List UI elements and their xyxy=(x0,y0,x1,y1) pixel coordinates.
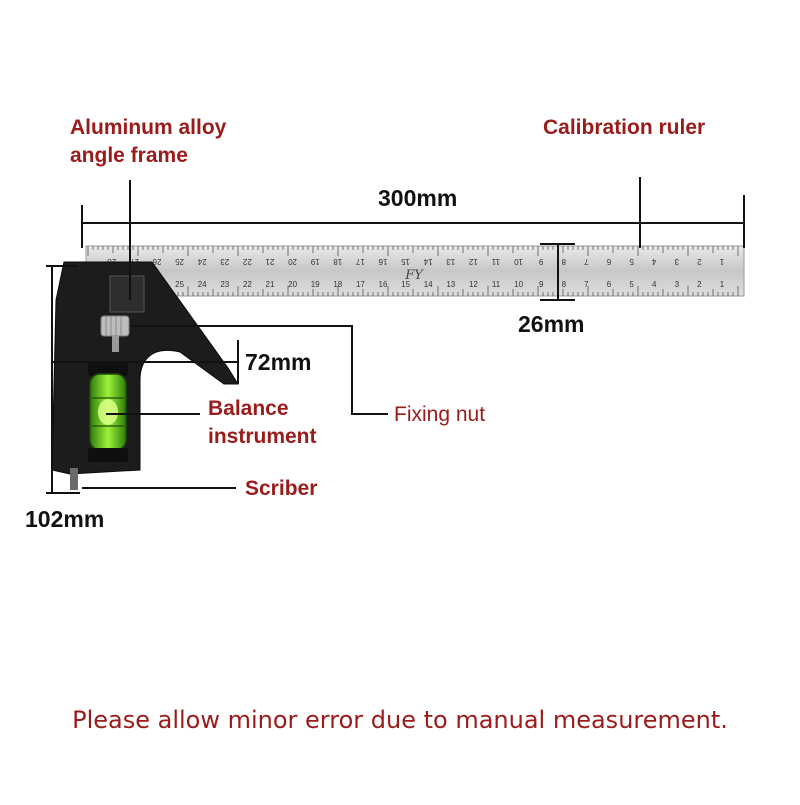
ruler-numeral-top: 3 xyxy=(674,257,679,266)
ruler-numeral-top: 1 xyxy=(719,257,724,266)
dimension-lines xyxy=(46,177,745,494)
ruler-numeral-top: 16 xyxy=(378,257,387,266)
ruler-numeral-bottom: 14 xyxy=(424,280,433,289)
ruler-numeral-bottom: 2 xyxy=(697,280,702,289)
label-aluminum-frame-line2: angle frame xyxy=(70,144,188,168)
ruler-numeral-bottom: 3 xyxy=(675,280,680,289)
ruler-numeral-top: 20 xyxy=(288,257,297,266)
ruler-numeral-bottom: 12 xyxy=(469,280,478,289)
ruler-numeral-bottom: 10 xyxy=(514,280,523,289)
ruler-numeral-bottom: 9 xyxy=(539,280,544,289)
ruler-numeral-bottom: 24 xyxy=(198,280,207,289)
ruler-numeral-top: 21 xyxy=(265,257,274,266)
ruler-numeral-bottom: 22 xyxy=(243,280,252,289)
label-scriber: Scriber xyxy=(245,477,318,500)
ruler-numeral-top: 24 xyxy=(197,257,206,266)
ruler-numeral-bottom: 1 xyxy=(720,280,725,289)
label-balance-instrument: Balance instrument xyxy=(208,395,317,452)
dimension-width: 26mm xyxy=(518,311,585,337)
ruler-numeral-bottom: 15 xyxy=(401,280,410,289)
ruler-numeral-top: 10 xyxy=(514,257,523,266)
ruler-numeral-bottom: 7 xyxy=(584,280,589,289)
ruler-numeral-top: 18 xyxy=(333,257,342,266)
ruler-numeral-top: 25 xyxy=(175,257,184,266)
ruler-numeral-top: 2 xyxy=(697,257,702,266)
dimension-frame-depth: 72mm xyxy=(245,349,312,375)
ruler-numeral-bottom: 6 xyxy=(607,280,612,289)
scriber xyxy=(70,468,78,490)
fixing-nut xyxy=(100,315,130,352)
ruler-scale-top: 1234567891011121314151617181920212223242… xyxy=(107,257,724,266)
ruler-numeral-top: 5 xyxy=(629,257,634,266)
ruler-numeral-top: 12 xyxy=(468,257,477,266)
ruler-numeral-bottom: 4 xyxy=(652,280,657,289)
dimension-height: 102mm xyxy=(25,506,105,532)
ruler-numeral-top: 4 xyxy=(651,257,656,266)
ruler-numeral-top: 19 xyxy=(310,257,319,266)
label-calibration-ruler: Calibration ruler xyxy=(543,116,706,139)
ruler-numeral-bottom: 21 xyxy=(266,280,275,289)
ruler-numeral-top: 6 xyxy=(606,257,611,266)
dimension-length: 300mm xyxy=(378,185,458,211)
ruler-numeral-bottom: 13 xyxy=(446,280,455,289)
ruler-numeral-bottom: 11 xyxy=(492,280,501,289)
ruler-numeral-top: 11 xyxy=(491,257,500,266)
ruler-numeral-bottom: 20 xyxy=(288,280,297,289)
ruler-numeral-bottom: 25 xyxy=(175,280,184,289)
ruler-numeral-top: 26 xyxy=(152,257,161,266)
ruler-numeral-top: 15 xyxy=(401,257,410,266)
ruler-blade xyxy=(85,245,745,297)
ruler-numeral-top: 14 xyxy=(423,257,432,266)
label-balance-line2: instrument xyxy=(208,425,317,449)
frame-slot xyxy=(109,275,145,313)
ruler-numeral-bottom: 16 xyxy=(379,280,388,289)
balance-vial xyxy=(88,362,128,462)
callout-leaders xyxy=(82,180,388,489)
label-fixing-nut: Fixing nut xyxy=(394,403,486,426)
ruler-ticks xyxy=(87,246,739,296)
label-aluminum-frame: Aluminum alloy angle frame xyxy=(70,114,226,171)
ruler-numeral-bottom: 23 xyxy=(220,280,229,289)
ruler-numeral-bottom: 8 xyxy=(562,280,567,289)
label-balance-line1: Balance xyxy=(208,397,289,420)
ruler-numeral-top: 17 xyxy=(355,257,364,266)
ruler-numeral-top: 13 xyxy=(446,257,455,266)
label-aluminum-frame-line1: Aluminum alloy xyxy=(70,116,227,139)
brand-mark: FY xyxy=(404,268,424,283)
ruler-numeral-bottom: 17 xyxy=(356,280,365,289)
ruler-numeral-top: 23 xyxy=(220,257,229,266)
ruler-numeral-top: 9 xyxy=(538,257,543,266)
ruler-numeral-bottom: 18 xyxy=(333,280,342,289)
ruler-numeral-bottom: 5 xyxy=(629,280,634,289)
ruler-numeral-top: 8 xyxy=(561,257,566,266)
footer-note: Please allow minor error due to manual m… xyxy=(72,706,728,734)
ruler-numeral-top: 7 xyxy=(584,257,589,266)
ruler-numeral-top: 22 xyxy=(242,257,251,266)
ruler-numeral-bottom: 19 xyxy=(311,280,320,289)
